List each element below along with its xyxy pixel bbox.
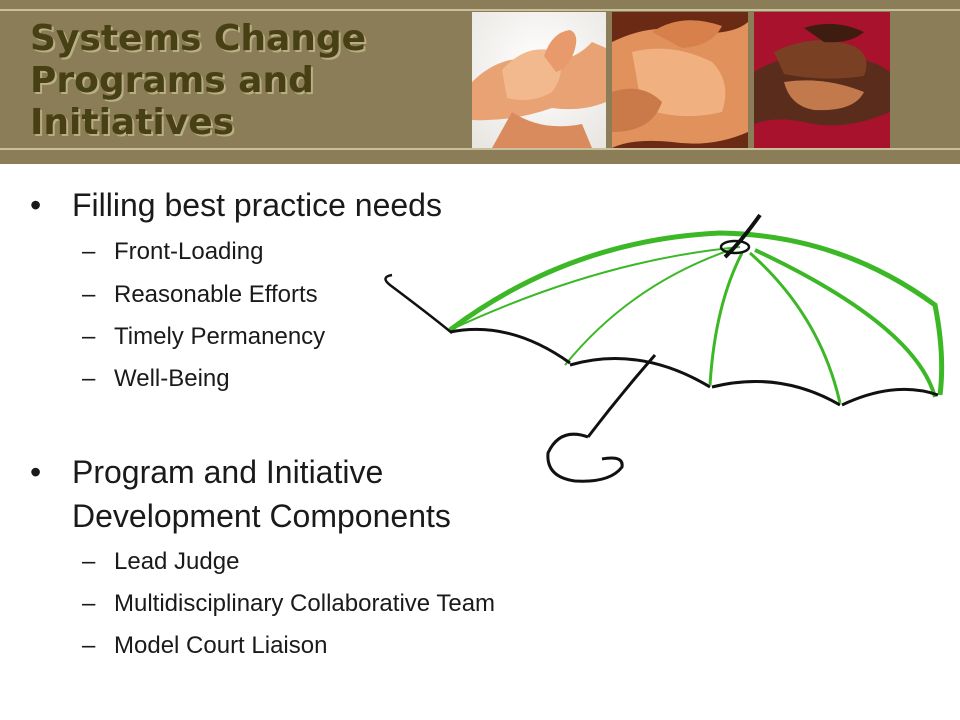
list-item-text: Reasonable Efforts — [114, 281, 318, 308]
title-line: Systems Change — [30, 18, 367, 59]
slide-title: Systems Change Programs and Initiatives — [30, 18, 450, 144]
header-rule-bottom — [0, 148, 960, 150]
holding-finger-hands-photo — [472, 12, 606, 148]
dash-marker: – — [82, 323, 96, 350]
list-item-text: Well-Being — [114, 365, 230, 392]
list-item-text: Model Court Liaison — [114, 632, 328, 659]
dash-marker: – — [82, 590, 96, 617]
bullet-marker: • — [30, 187, 42, 223]
list-item-text: Lead Judge — [114, 548, 240, 575]
list-item-text: Multidisciplinary Collaborative Team — [114, 590, 496, 617]
dash-marker: – — [82, 548, 96, 575]
dash-marker: – — [82, 632, 96, 659]
title-line: Initiatives — [30, 102, 235, 143]
list-item-text: Filling best practice needs — [72, 187, 442, 223]
bullet-marker: • — [30, 454, 42, 490]
list-item-text: Front-Loading — [114, 238, 264, 265]
clasped-hands-photo — [612, 12, 748, 148]
title-line: Programs and — [30, 60, 314, 101]
umbrella-illustration — [384, 213, 945, 483]
dash-marker: – — [82, 238, 96, 265]
stacked-hands-photo — [754, 12, 890, 148]
dash-marker: – — [82, 281, 96, 308]
header-rule-top — [0, 9, 960, 11]
list-item-text: Development Components — [72, 498, 451, 534]
list-item-text: Timely Permanency — [114, 323, 326, 350]
dash-marker: – — [82, 365, 96, 392]
list-item-text: Program and Initiative — [72, 454, 384, 490]
slide-header: Systems Change Programs and Initiatives — [0, 0, 960, 164]
